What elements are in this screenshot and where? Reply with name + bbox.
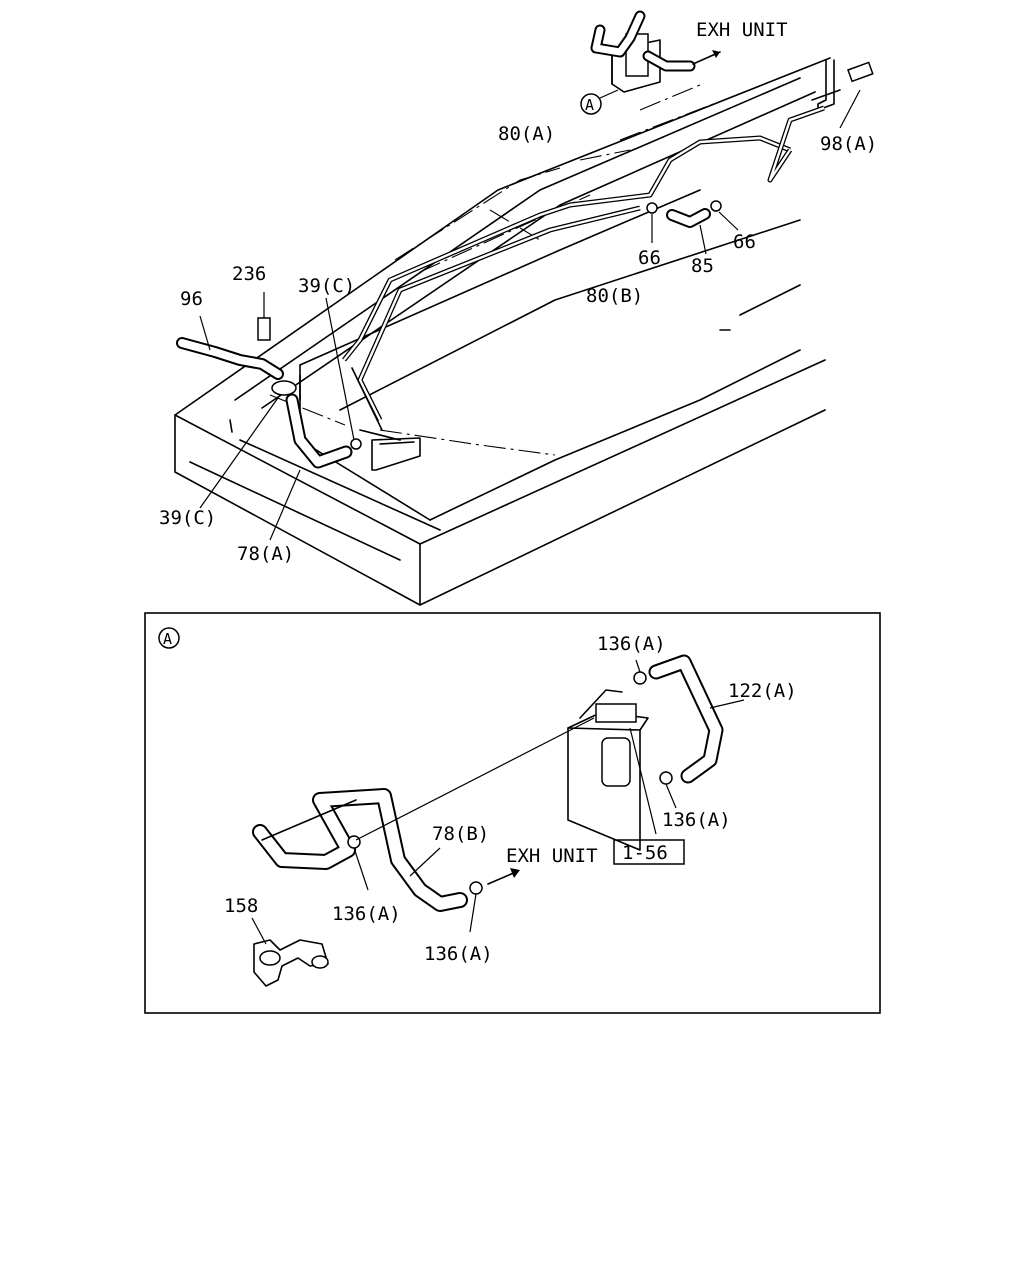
circle-marker-a-detail-letter: A [163, 630, 172, 648]
detail-canister [567, 689, 657, 851]
label-66-left: 66 [638, 247, 661, 269]
exh-unit-assembly-top [580, 10, 721, 115]
label-136a-bottom: 136(A) [424, 943, 493, 965]
label-122a: 122(A) [728, 680, 797, 702]
detail-a-frame [144, 612, 881, 1014]
label-236: 236 [232, 263, 266, 285]
fuel-pipe-80a [342, 135, 791, 362]
label-78b: 78(B) [432, 823, 489, 845]
label-66-right: 66 [733, 231, 756, 253]
ref-box-1-56 [613, 839, 685, 865]
label-exh-unit-top: EXH UNIT [696, 19, 788, 41]
label-80b: 80(B) [586, 285, 643, 307]
bracket-98a [811, 59, 874, 129]
label-80a: 80(A) [498, 123, 555, 145]
label-39c-bottom: 39(C) [159, 507, 216, 529]
label-96: 96 [180, 288, 203, 310]
label-98a: 98(A) [820, 133, 877, 155]
label-136a-top: 136(A) [597, 633, 666, 655]
label-136a-left: 136(A) [332, 903, 401, 925]
circle-marker-a-top-letter: A [585, 96, 594, 114]
label-78a: 78(A) [237, 543, 294, 565]
label-85: 85 [691, 255, 714, 277]
label-39c-top: 39(C) [298, 275, 355, 297]
label-exh-unit-detail: EXH UNIT [506, 845, 598, 867]
clip-158 [251, 917, 329, 987]
hose-122a [633, 654, 745, 809]
label-158: 158 [224, 895, 258, 917]
filler-hose-96 [176, 292, 284, 380]
pipe-loop-lower [351, 367, 421, 471]
ref-box-text: 1-56 [622, 842, 668, 864]
label-136a-right: 136(A) [662, 809, 731, 831]
circle-marker-a-detail [158, 627, 180, 649]
hose-78a [199, 297, 362, 541]
callout-labels: EXH UNIT 98(A) 80(A) 66 66 85 80(B) 236 … [159, 19, 877, 965]
hose-78b [252, 717, 595, 933]
hose-85 [646, 200, 739, 255]
fuel-pipe-80b [357, 105, 825, 422]
